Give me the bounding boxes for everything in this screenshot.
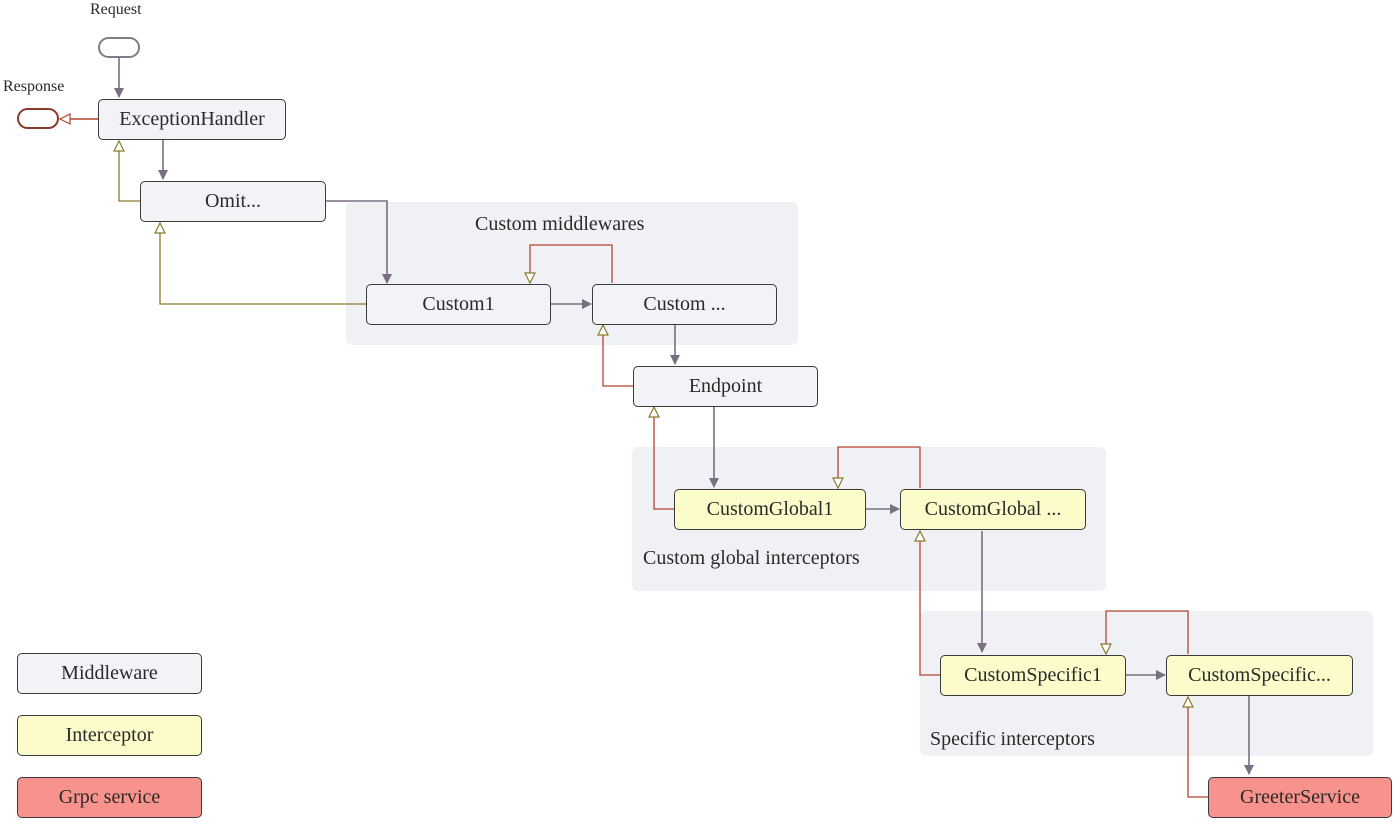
custom-specific1-node: CustomSpecific1 (940, 655, 1126, 696)
legend-interceptor: Interceptor (17, 715, 202, 756)
legend-grpc-service: Grpc service (17, 777, 202, 818)
custom-middlewares-title: Custom middlewares (475, 213, 645, 235)
custom1-node: Custom1 (366, 284, 551, 325)
arrow-omit-to-exception (119, 141, 140, 202)
arrow-globalmore-loop (838, 446, 921, 488)
request-label: Request (90, 1, 142, 18)
arrow-greeter-to-specificmore (1188, 697, 1208, 798)
response-label: Response (3, 78, 65, 95)
endpoint-node: Endpoint (633, 366, 818, 407)
custom-more-node: Custom ... (592, 284, 777, 325)
legend-middleware: Middleware (17, 653, 202, 694)
exception-handler-node: ExceptionHandler (98, 99, 286, 140)
omit-node: Omit... (140, 181, 326, 222)
greeter-service-node: GreeterService (1208, 777, 1392, 818)
response-terminal (17, 108, 59, 129)
arrow-omit-to-custom1 (326, 200, 392, 284)
arrow-custommore-loop (530, 244, 613, 283)
specific-interceptors-title: Specific interceptors (930, 728, 1095, 750)
arrow-global1-to-endpoint (654, 407, 674, 510)
custom-global-interceptors-title: Custom global interceptors (643, 547, 860, 569)
arrow-endpoint-to-custommore (603, 325, 633, 387)
custom-global1-node: CustomGlobal1 (674, 489, 866, 530)
arrow-specific1-to-globalmore (920, 531, 940, 676)
custom-specific-more-node: CustomSpecific... (1166, 655, 1353, 696)
request-terminal (98, 37, 140, 58)
arrow-specificmore-loop (1106, 610, 1189, 654)
arrow-custom1-to-omit (160, 223, 366, 305)
custom-global-more-node: CustomGlobal ... (900, 489, 1086, 530)
